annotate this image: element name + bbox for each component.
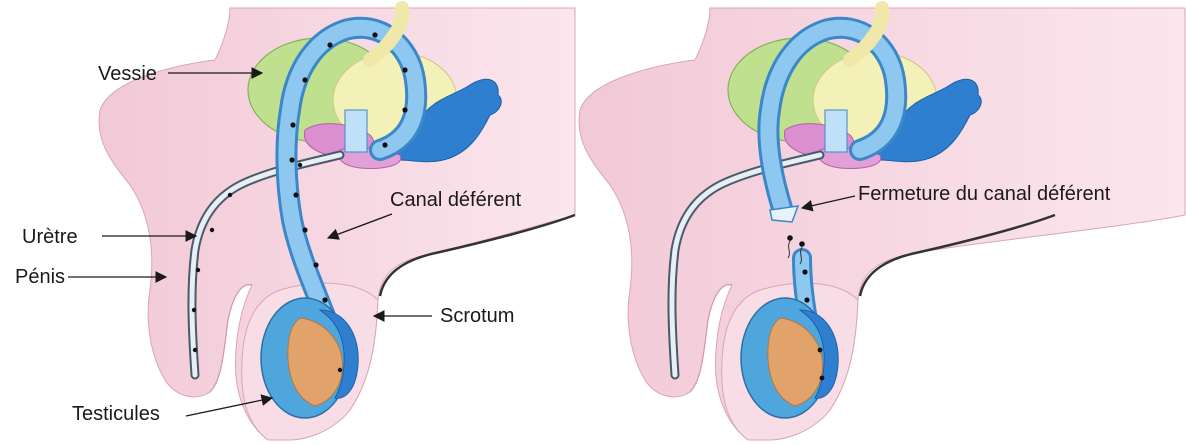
label-vas-closure: Fermeture du canal déférent	[858, 183, 1111, 205]
label-testicles: Testicules	[72, 403, 160, 425]
sperm	[290, 122, 295, 127]
sperm	[402, 107, 407, 112]
sperm	[210, 228, 214, 232]
label-urethra: Urètre	[22, 226, 78, 248]
sperm	[313, 262, 318, 267]
sperm	[818, 348, 823, 353]
sperm	[802, 269, 807, 274]
sperm	[302, 77, 307, 82]
sperm	[298, 163, 302, 167]
sperm	[382, 142, 387, 147]
sperm	[338, 368, 342, 372]
anatomy-normal: Vessie Urètre Pénis Testicules Canal déf…	[15, 8, 575, 440]
bladder-neck	[345, 110, 367, 152]
anatomy-vasectomy: Fermeture du canal déférent	[579, 8, 1185, 440]
sperm	[289, 157, 294, 162]
sperm	[192, 308, 196, 312]
sperm	[228, 193, 232, 197]
bladder-neck	[825, 110, 847, 152]
sperm	[787, 235, 793, 241]
sperm	[820, 376, 825, 381]
sperm	[302, 227, 307, 232]
sperm	[322, 297, 327, 302]
sperm	[372, 32, 377, 37]
label-bladder: Vessie	[98, 63, 157, 85]
label-scrotum: Scrotum	[440, 305, 514, 327]
sperm	[196, 268, 200, 272]
label-vas-deferens: Canal déférent	[390, 189, 522, 211]
label-penis: Pénis	[15, 266, 65, 288]
sperm	[402, 67, 407, 72]
sperm	[799, 241, 805, 247]
sperm	[327, 42, 332, 47]
sperm	[293, 192, 298, 197]
sperm	[804, 297, 809, 302]
sperm	[193, 348, 197, 352]
